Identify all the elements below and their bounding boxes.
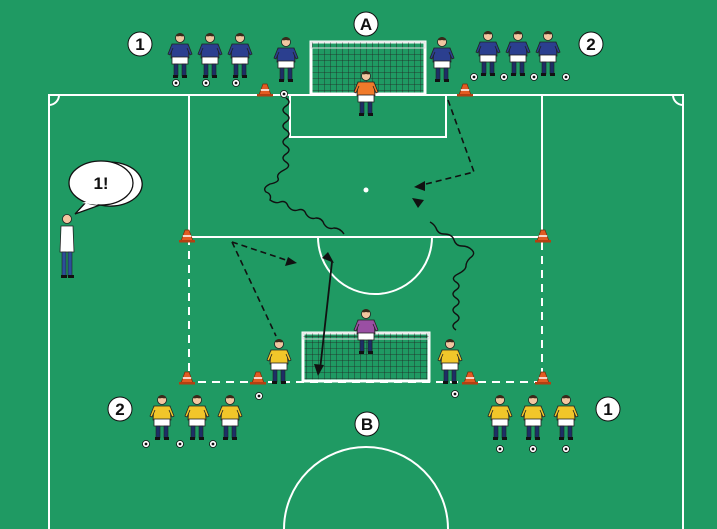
penalty-spot (364, 188, 369, 193)
svg-text:2: 2 (586, 35, 595, 54)
svg-text:B: B (361, 415, 373, 434)
label-group-top-right: 2 (579, 32, 603, 56)
svg-text:2: 2 (115, 400, 124, 419)
label-goal-b: B (355, 412, 379, 436)
soccer-ball (452, 391, 459, 398)
svg-text:1: 1 (603, 400, 612, 419)
label-group-bottom-left: 2 (108, 397, 132, 421)
label-group-top-left: 1 (128, 32, 152, 56)
coach-speech-text: 1! (93, 174, 108, 193)
soccer-ball (256, 393, 263, 400)
svg-text:A: A (360, 15, 372, 34)
label-goal-a: A (354, 12, 378, 36)
svg-text:1: 1 (135, 35, 144, 54)
label-group-bottom-right: 1 (596, 397, 620, 421)
